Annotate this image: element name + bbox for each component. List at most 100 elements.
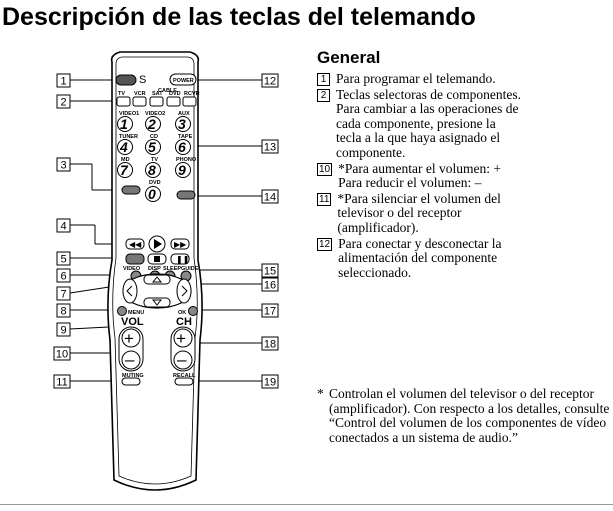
digit-7-key[interactable] [117,162,133,178]
digit-8-key[interactable] [145,162,161,178]
disp-label: DISP [148,266,161,272]
key-sublabel: CD [150,134,158,140]
recall-button[interactable] [174,377,194,386]
description-number: 1 [317,73,330,86]
channel-up-button[interactable] [173,328,193,348]
volume-down-button[interactable] [121,350,141,370]
stop-icon [154,256,160,262]
callouts-right: 12 13 14 15 16 17 18 19 [261,73,279,389]
digit-label: 2 [147,116,156,132]
sleep-label: SLEEP [163,266,181,272]
key-sublabel: TAPE [178,134,193,140]
down-arrow-icon [151,299,163,306]
digit-label: 3 [178,116,186,132]
fast-forward-button[interactable] [170,238,190,250]
tv-key[interactable] [116,96,131,107]
callout-number: 9 [60,325,66,337]
component-key-label: RCVR [184,91,200,97]
left-arrow-button[interactable] [122,278,138,304]
right-arrow-icon [181,285,188,297]
dvd-key[interactable] [166,96,181,107]
callout-number: 8 [60,306,66,318]
description-text: Teclas selectoras de componentes. Para c… [336,86,521,160]
description-number: 11 [317,192,332,206]
cable-label: CABLE [158,88,177,94]
bottom-divider [0,504,613,505]
description-text: Para conectar y desconectar la alimentac… [338,235,502,280]
page-title: Descripción de las teclas del telemando [2,3,476,31]
digit-3-key[interactable] [175,116,191,132]
rcvr-key[interactable] [182,96,197,107]
key-sublabel: VIDEO2 [145,111,165,117]
ok-button[interactable] [188,306,198,316]
callout-number: 4 [60,221,66,233]
digit-label: 5 [148,139,156,155]
digit-label: 4 [119,139,128,155]
callout-number: 18 [264,339,276,351]
up-arrow-icon [151,276,163,283]
rewind-icon: ◀◀ [129,240,142,249]
minus-icon: – [177,350,187,369]
number-pad: VIDEO1 VIDEO2 AUX 1 2 3 TUNER CD TAPE 4 … [117,111,197,202]
callout-number: 14 [264,192,276,204]
digit-9-key[interactable] [175,162,191,178]
callout-number: 17 [264,306,276,318]
digit-1-key[interactable] [117,116,133,132]
digit-0-key[interactable] [145,186,161,202]
component-keys: TV VCR SAT DVD RCVR [116,91,200,107]
description-item: 10 *Para aumentar el volumen: + Para red… [317,161,610,191]
s-button[interactable] [115,74,137,86]
key-sublabel: PHONO [176,157,197,163]
digit-4-key[interactable] [117,139,133,155]
key-sublabel: AUX [178,111,190,117]
transport-keys: ◀◀ ▶▶ ❚❚ [125,235,190,265]
right-arrow-button[interactable] [176,278,192,304]
down-arrow-button[interactable] [143,297,171,308]
fast-forward-icon: ▶▶ [174,240,187,249]
input-button[interactable] [176,190,196,200]
key-sublabel: MD [121,157,130,163]
digit-label: 6 [178,139,186,155]
rewind-button[interactable] [125,238,145,250]
digit-6-key[interactable] [175,139,191,155]
callout-number: 13 [264,142,276,154]
digit-label: 9 [178,162,186,178]
volume-up-button[interactable] [121,328,141,348]
callout-number: 10 [56,349,68,361]
muting-button[interactable] [121,377,141,386]
ch-label: CH [176,316,192,328]
channel-down-button[interactable] [173,350,193,370]
up-arrow-button[interactable] [143,274,171,285]
vol-label: VOL [121,316,144,328]
ok-label: OK [178,310,186,316]
callout-number: 11 [56,377,67,389]
vcr-key[interactable] [132,96,147,107]
power-button[interactable] [169,73,197,86]
menu-button[interactable] [117,306,127,316]
key-sublabel: VIDEO1 [119,111,139,117]
digit-label: 0 [148,186,156,202]
callout-number: 16 [264,280,276,292]
sat-key[interactable] [149,96,164,107]
pause-button[interactable] [170,253,190,265]
description-item: 2 Teclas selectoras de componentes. Para… [317,86,610,161]
digit-5-key[interactable] [145,139,161,155]
callout-number: 2 [60,97,66,109]
callouts-left: 1 2 3 4 5 6 7 8 9 10 11 [53,73,71,389]
digit-2-key[interactable] [145,116,161,132]
play-icon [154,239,162,249]
callout-number: 5 [60,254,66,266]
component-key-label: SAT [152,91,163,97]
callout-number: 6 [60,271,66,283]
description-number: 12 [317,237,333,251]
component-key-label: VCR [134,91,146,97]
enter-button[interactable] [121,185,141,195]
video-label: VIDEO [123,266,141,272]
description-number: 2 [317,88,330,102]
record-button[interactable] [125,253,145,265]
plus-icon: + [124,329,134,348]
pause-icon: ❚❚ [176,255,189,264]
section-title: General [317,48,381,67]
menu-label: MENU [128,310,144,316]
